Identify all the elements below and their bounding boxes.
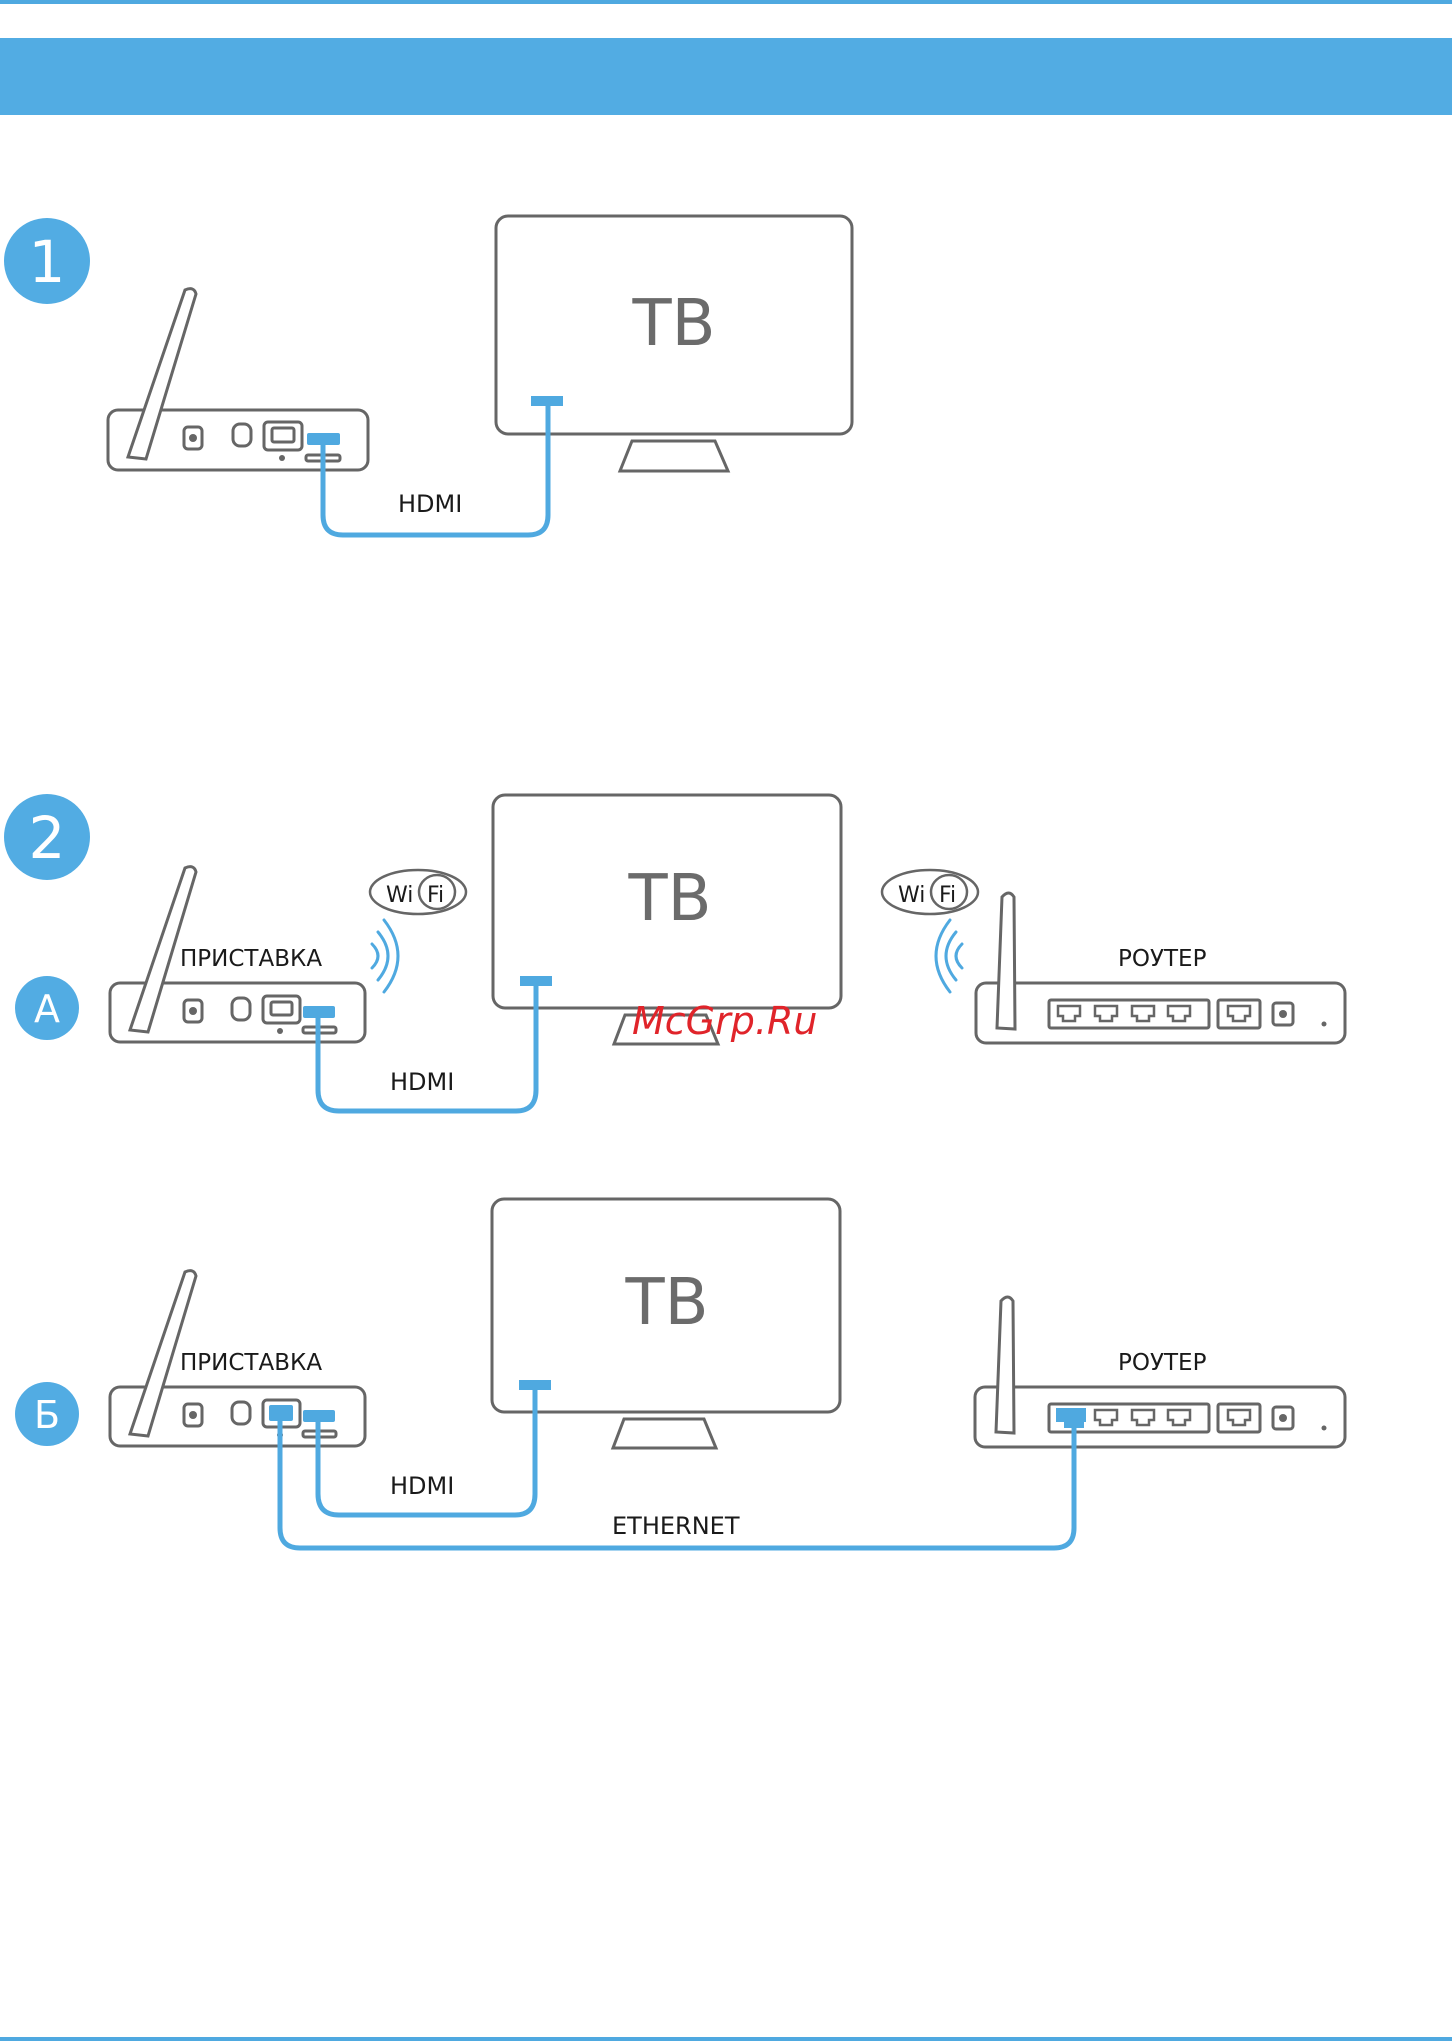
svg-text:Wi: Wi: [898, 883, 925, 908]
hdmi-plug-icon: [307, 433, 340, 445]
lan-ports: [1049, 1000, 1209, 1028]
variant-b: Б ТВ ПРИСТАВКА: [15, 1199, 1345, 1548]
step-2: 2: [4, 794, 90, 880]
variant-b-badge-label: Б: [34, 1393, 60, 1437]
hdmi-plug-icon: [531, 396, 563, 406]
hdmi-plug-icon: [303, 1006, 335, 1018]
svg-text:Fi: Fi: [939, 883, 956, 908]
hdmi-plug-icon: [303, 1410, 335, 1422]
settop-label-a: ПРИСТАВКА: [180, 946, 322, 972]
step-1-badge-label: 1: [29, 228, 66, 296]
variant-a: А ТВ ПРИСТАВКА Wi Fi: [15, 795, 1345, 1111]
tv-stand: [613, 1419, 716, 1448]
variant-a-badge-label: А: [34, 987, 60, 1031]
router-a: РОУТЕР: [976, 893, 1345, 1043]
wifi-logo-icon: Wi Fi: [882, 870, 978, 914]
tv-b: ТВ: [492, 1199, 840, 1448]
hdmi-plug-icon: [520, 976, 552, 986]
tv-stand: [620, 441, 728, 471]
tv-a-label: ТВ: [628, 862, 712, 936]
wifi-logo-icon: Wi Fi: [370, 870, 466, 914]
router-label-b: РОУТЕР: [1118, 1350, 1207, 1376]
tv-1-label: ТВ: [632, 287, 716, 361]
hdmi-plug-icon: [519, 1380, 551, 1390]
ethernet-label-b: ETHERNET: [612, 1512, 740, 1540]
router-b: РОУТЕР: [975, 1297, 1345, 1447]
wan-port: [1218, 1000, 1260, 1028]
settop-label-b: ПРИСТАВКА: [180, 1350, 322, 1376]
ethernet-plug-icon: [1064, 1418, 1084, 1428]
watermark: McGrp.Ru: [632, 999, 817, 1043]
wifi-waves-icon: [372, 920, 398, 992]
wifi-waves-icon: [936, 920, 962, 992]
wan-port: [1218, 1404, 1260, 1432]
hdmi-label-1: HDMI: [398, 490, 462, 518]
router-label-a: РОУТЕР: [1118, 946, 1207, 972]
hdmi-label-b: HDMI: [390, 1472, 454, 1500]
svg-text:Wi: Wi: [386, 883, 413, 908]
antenna-icon: [996, 1297, 1014, 1433]
bottom-rule: [0, 2037, 1452, 2041]
av-port: [232, 1402, 250, 1424]
tv-b-label: ТВ: [625, 1266, 709, 1340]
antenna-icon: [997, 893, 1015, 1029]
step-1: 1 ТВ HDMI: [4, 216, 852, 535]
step-2-badge-label: 2: [29, 804, 66, 872]
av-port: [232, 998, 250, 1020]
hdmi-label-a: HDMI: [390, 1068, 454, 1096]
svg-text:Fi: Fi: [427, 883, 444, 908]
av-port: [233, 424, 251, 446]
